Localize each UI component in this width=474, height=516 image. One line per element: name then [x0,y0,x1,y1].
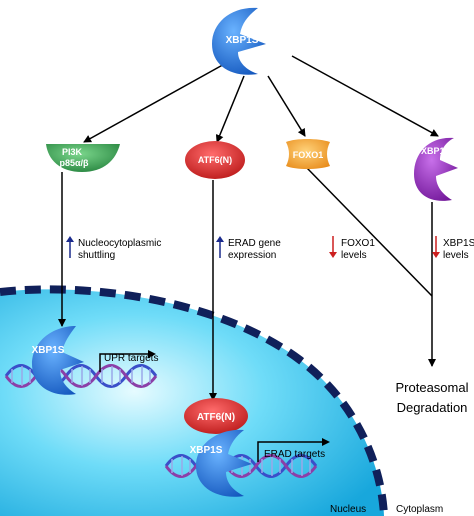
arrow-xbp1s-to-pi3k [83,61,229,143]
nucleus-body [0,289,384,516]
pi3k-annotation-line1: Nucleocytoplasmic [78,238,161,249]
xbp1s-protein-top: XBP1S [212,7,266,75]
nuclear-envelope [0,285,388,516]
arrow-xbp1s-to-foxo1 [267,75,306,137]
down-arrowhead-xbp1u [432,252,440,258]
xbp1s-label-nuclear: XBP1S [32,345,65,356]
xbp1s-label-top: XBP1S [226,35,259,46]
atf6n-label: ATF6(N) [198,155,232,165]
pi3k-label-line1: PI3K [62,147,83,157]
upr-targets-label: UPR targets [104,353,158,364]
atf6-annotation-line2: expression [228,250,276,261]
erad-arrowhead [322,438,330,446]
xbp1s-protein-erad: XBP1S [190,429,252,497]
xbp1u-annotation-line2: levels [443,250,469,261]
atf6n-label-nuclear: ATF6(N) [197,412,235,423]
line-foxo1-to-degradation [306,167,433,297]
down-arrowhead-foxo1 [329,252,337,258]
xbp1s-protein-nuclear: XBP1S [32,326,84,395]
dna-helix-upr [4,364,158,388]
xbp1s-label-erad: XBP1S [190,445,223,456]
erad-transcription-arrow [257,441,324,462]
proteasomal-degradation-line2: Degradation [397,400,468,415]
xbp1u-annotation-line1: XBP1S [443,238,474,249]
atf6-annotation-line1: ERAD gene [228,238,281,249]
proteasomal-degradation-line1: Proteasomal [396,380,469,395]
xbp1u-protein: XBP1U [414,137,458,201]
upr-transcription-arrow [99,353,150,372]
pi3k-protein: PI3K p85α/β [46,144,120,172]
foxo1-label: FOXO1 [293,150,324,160]
upr-arrowhead [148,350,156,358]
pi3k-label-line2: p85α/β [59,158,89,168]
up-arrowhead-atf6 [216,236,224,242]
erad-targets-label: ERAD targets [264,449,325,460]
arrow-xbp1s-to-xbp1u [291,55,439,137]
cytoplasm-label: Cytoplasm [396,504,443,515]
arrow-xbp1s-to-atf6 [215,75,245,143]
atf6n-protein-nuclear: ATF6(N) [184,398,248,434]
atf6n-protein: ATF6(N) [185,141,245,179]
up-arrowhead-pi3k [66,236,74,242]
foxo1-annotation-line1: FOXO1 [341,238,375,249]
foxo1-protein: FOXO1 [286,139,330,169]
foxo1-annotation-line2: levels [341,250,367,261]
xbp1u-label: XBP1U [421,146,451,156]
pi3k-annotation-line2: shuttling [78,250,115,261]
nucleus-label: Nucleus [330,504,366,515]
